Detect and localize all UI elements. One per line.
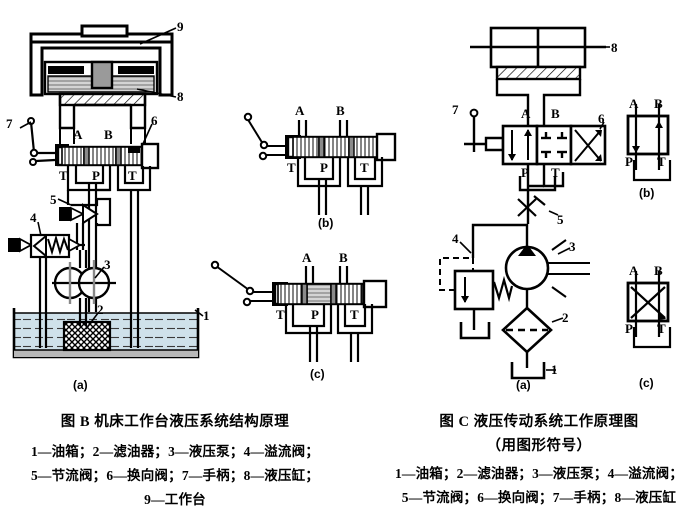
callout-8-left: 8 <box>177 89 184 104</box>
port-B-right: B <box>551 106 560 121</box>
port-T1-b: T <box>287 160 296 175</box>
symbol-tank-1 <box>510 362 546 380</box>
port-P-c: P <box>311 307 319 322</box>
port-T2-c: T <box>350 307 359 322</box>
subfigure-label-left-a: (a) <box>73 378 88 392</box>
port-A-c: A <box>302 250 312 265</box>
subfigure-label-right-b: (b) <box>639 186 655 200</box>
callout-7-right: 7 <box>452 102 459 117</box>
symbol-directional-valve-6 <box>501 124 607 166</box>
valve-detail-b <box>243 112 397 215</box>
callout-3-right: 3 <box>569 239 576 254</box>
port-B-rb: B <box>654 96 663 111</box>
oil-tank-1 <box>12 308 200 359</box>
caption-right-legend-2: 5—节流阀；6—换向阀；7—手柄；8—液压缸 <box>401 490 677 505</box>
callout-9-left: 9 <box>177 19 184 34</box>
callout-8-right: 8 <box>611 40 618 55</box>
caption-right: 图 C 液压传动系统工作原理图 （用图形符号） 1—油箱；2—滤油器；3—液压泵… <box>378 410 700 506</box>
port-B-rc: B <box>654 263 663 278</box>
port-A-rc: A <box>629 263 639 278</box>
port-T-rb: T <box>657 154 666 169</box>
symbol-pump-3 <box>504 224 590 308</box>
symbol-hand-lever-7[interactable] <box>464 108 505 152</box>
symbol-cylinder-8 <box>470 26 606 112</box>
caption-left-legend-2: 5—节流阀；6—换向阀；7—手柄；8—液压缸； <box>30 468 320 483</box>
callout-2-left: 2 <box>97 302 104 317</box>
port-T2-left: T <box>128 168 137 183</box>
cylinder-pipes <box>59 128 146 144</box>
caption-right-title: 图 C 液压传动系统工作原理图 <box>439 414 639 430</box>
leader-lines-right <box>459 46 610 371</box>
symbol-valve-b <box>626 104 672 182</box>
caption-right-subtitle: （用图形符号） <box>486 438 592 454</box>
subfigure-label-right-c: (c) <box>639 376 654 390</box>
callout-4-left: 4 <box>30 210 37 225</box>
callout-7-left: 7 <box>6 116 13 131</box>
port-P-b: P <box>320 160 328 175</box>
worktable-9 <box>29 24 174 97</box>
hydraulic-cylinder-8 <box>43 60 159 130</box>
valve-detail-c <box>210 260 388 362</box>
port-A-rb: A <box>629 96 639 111</box>
callout-1-left: 1 <box>203 308 210 323</box>
relief-valve-4 <box>8 233 85 312</box>
port-P-right: P <box>521 165 529 180</box>
port-A-b: A <box>295 103 305 118</box>
caption-right-legend-1: 1—油箱；2—滤油器；3—液压泵；4—溢流阀； <box>394 466 684 481</box>
callout-3-left: 3 <box>104 257 111 272</box>
callout-4-right: 4 <box>452 231 459 246</box>
callout-1-right: 1 <box>551 362 558 377</box>
port-A-right: A <box>521 106 531 121</box>
subfigure-label-left-b: (b) <box>318 216 334 230</box>
symbol-relief-valve-4 <box>439 223 527 340</box>
port-T1-left: T <box>59 168 68 183</box>
caption-left-title: 图 B 机床工作台液压系统结构原理 <box>60 414 290 430</box>
port-P-rc: P <box>625 321 633 336</box>
port-T2-b: T <box>360 160 369 175</box>
hand-lever-7[interactable] <box>27 117 56 166</box>
symbol-valve-PT-lines <box>518 112 565 224</box>
subfigure-label-left-c: (c) <box>310 367 325 381</box>
symbol-valve-c <box>626 271 672 349</box>
port-P-rb: P <box>625 154 633 169</box>
port-T-right: T <box>551 165 560 180</box>
caption-left-legend-3: 9—工作台 <box>144 492 206 507</box>
callout-6-right: 6 <box>598 111 605 126</box>
callout-2-right: 2 <box>562 310 569 325</box>
symbol-throttle-valve-5 <box>517 195 546 217</box>
oil-filter-2 <box>62 320 112 352</box>
symbol-filter-2 <box>501 306 553 368</box>
port-P-left: P <box>92 168 100 183</box>
leader-lines-left <box>19 27 204 330</box>
callout-5-left: 5 <box>50 192 57 207</box>
port-B-b: B <box>336 103 345 118</box>
port-B-c: B <box>339 250 348 265</box>
port-A-left: A <box>73 127 83 142</box>
caption-left: 图 B 机床工作台液压系统结构原理 1—油箱；2—滤油器；3—液压泵；4—溢流阀… <box>0 410 350 508</box>
caption-left-legend-1: 1—油箱；2—滤油器；3—液压泵；4—溢流阀； <box>30 444 320 459</box>
port-B-left: B <box>104 127 113 142</box>
port-T-rc: T <box>657 321 666 336</box>
directional-valve-6 <box>55 142 160 170</box>
callout-6-left: 6 <box>151 113 158 128</box>
port-T1-c: T <box>276 307 285 322</box>
subfigure-label-right-a: (a) <box>516 378 531 392</box>
callout-5-right: 5 <box>557 212 564 227</box>
